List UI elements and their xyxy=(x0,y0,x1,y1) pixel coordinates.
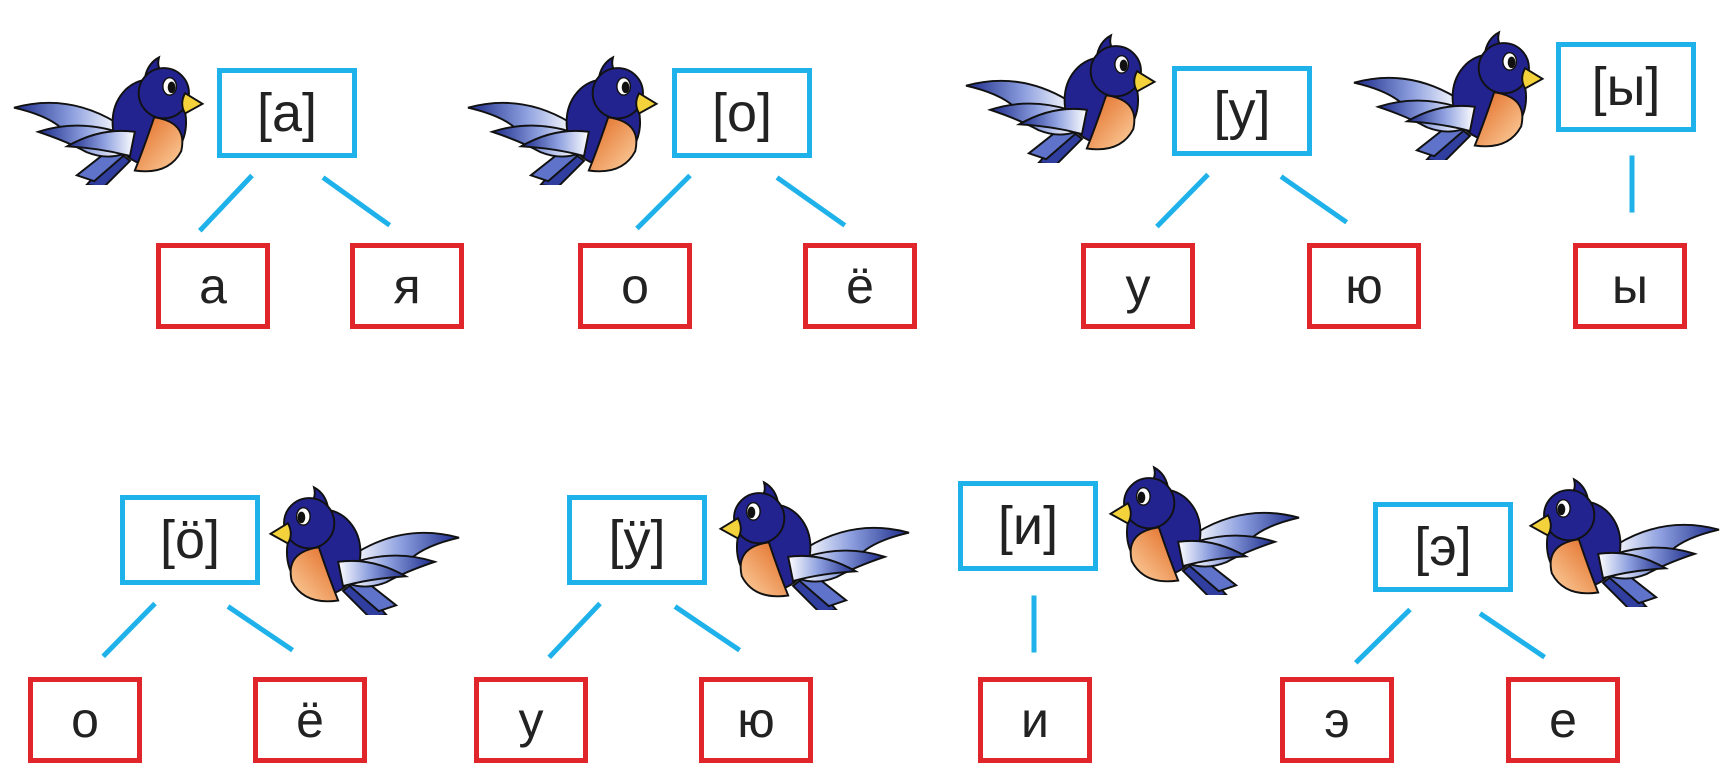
letter-box: ы xyxy=(1573,243,1687,329)
letter-box: ё xyxy=(253,677,367,763)
flying-bird-icon xyxy=(1510,462,1725,607)
letter-box: о xyxy=(578,243,692,329)
flying-bird-icon xyxy=(1348,15,1563,160)
letter-box: у xyxy=(1081,243,1195,329)
letter-box: е xyxy=(1506,677,1620,763)
connector-line xyxy=(1629,155,1635,213)
flying-bird-icon xyxy=(1090,450,1305,595)
sound-box: [у] xyxy=(1172,66,1312,156)
letter-box: а xyxy=(156,243,270,329)
flying-bird-icon xyxy=(462,40,677,185)
sound-box: [а] xyxy=(217,68,357,158)
sound-box: [и] xyxy=(958,481,1098,571)
flying-bird-icon xyxy=(700,465,915,610)
letter-box: я xyxy=(350,243,464,329)
letter-box: ё xyxy=(803,243,917,329)
connector-line xyxy=(775,175,847,228)
connector-line xyxy=(547,601,602,660)
letter-box: о xyxy=(28,677,142,763)
connector-line xyxy=(1279,174,1349,225)
flying-bird-icon xyxy=(250,470,465,615)
connector-line xyxy=(1155,172,1210,229)
sound-box: [ы] xyxy=(1556,42,1696,132)
connector-line xyxy=(1354,607,1412,665)
sound-box: [ӧ] xyxy=(120,495,260,585)
letter-box: у xyxy=(474,677,588,763)
letter-box: и xyxy=(978,677,1092,763)
sound-box: [э] xyxy=(1373,502,1513,592)
letter-box: ю xyxy=(699,677,813,763)
connector-line xyxy=(321,175,392,228)
flying-bird-icon xyxy=(960,18,1175,163)
flying-bird-icon xyxy=(8,40,223,185)
sound-box: [ӱ] xyxy=(567,495,707,585)
connector-line xyxy=(1031,595,1037,653)
connector-line xyxy=(1478,611,1547,660)
letter-box: э xyxy=(1280,677,1394,763)
letter-box: ю xyxy=(1307,243,1421,329)
sound-box: [о] xyxy=(672,68,812,158)
connector-line xyxy=(673,604,742,653)
connector-line xyxy=(101,601,157,659)
